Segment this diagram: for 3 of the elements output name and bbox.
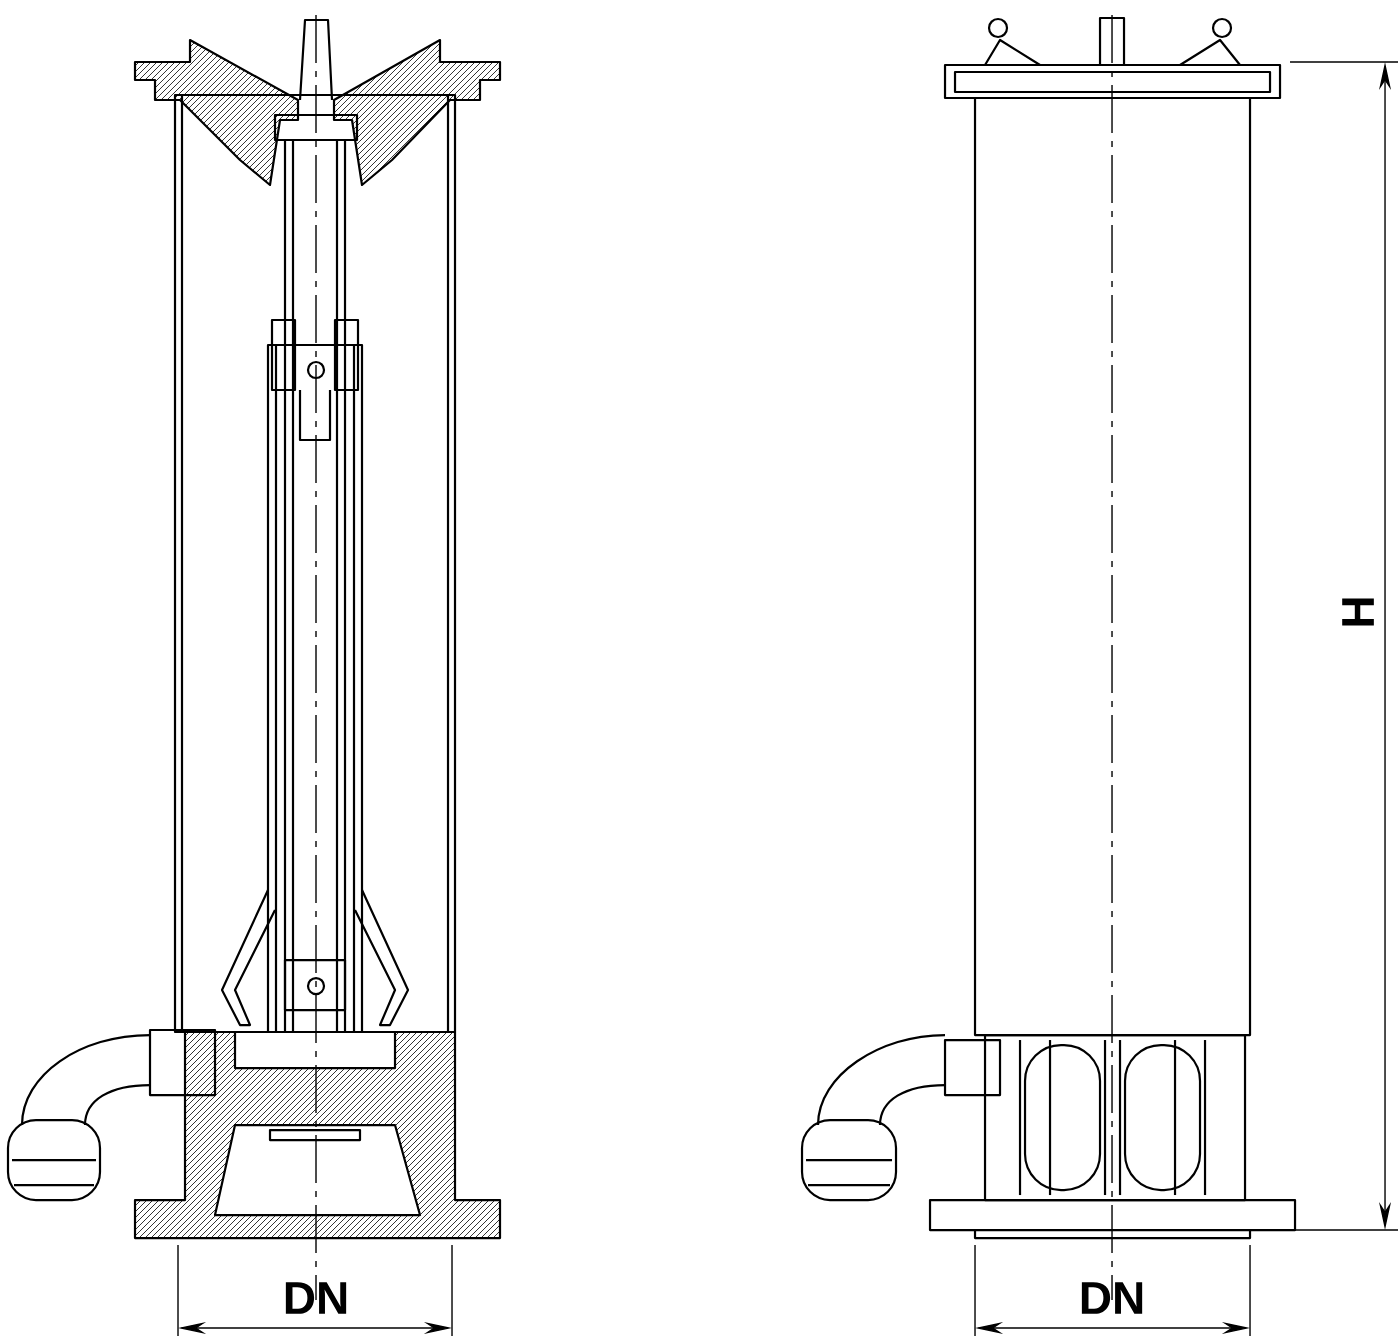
dimension-label: H (1342, 598, 1374, 626)
dimension-label: DN (285, 1282, 347, 1314)
dimension-label: DN (1081, 1282, 1143, 1314)
